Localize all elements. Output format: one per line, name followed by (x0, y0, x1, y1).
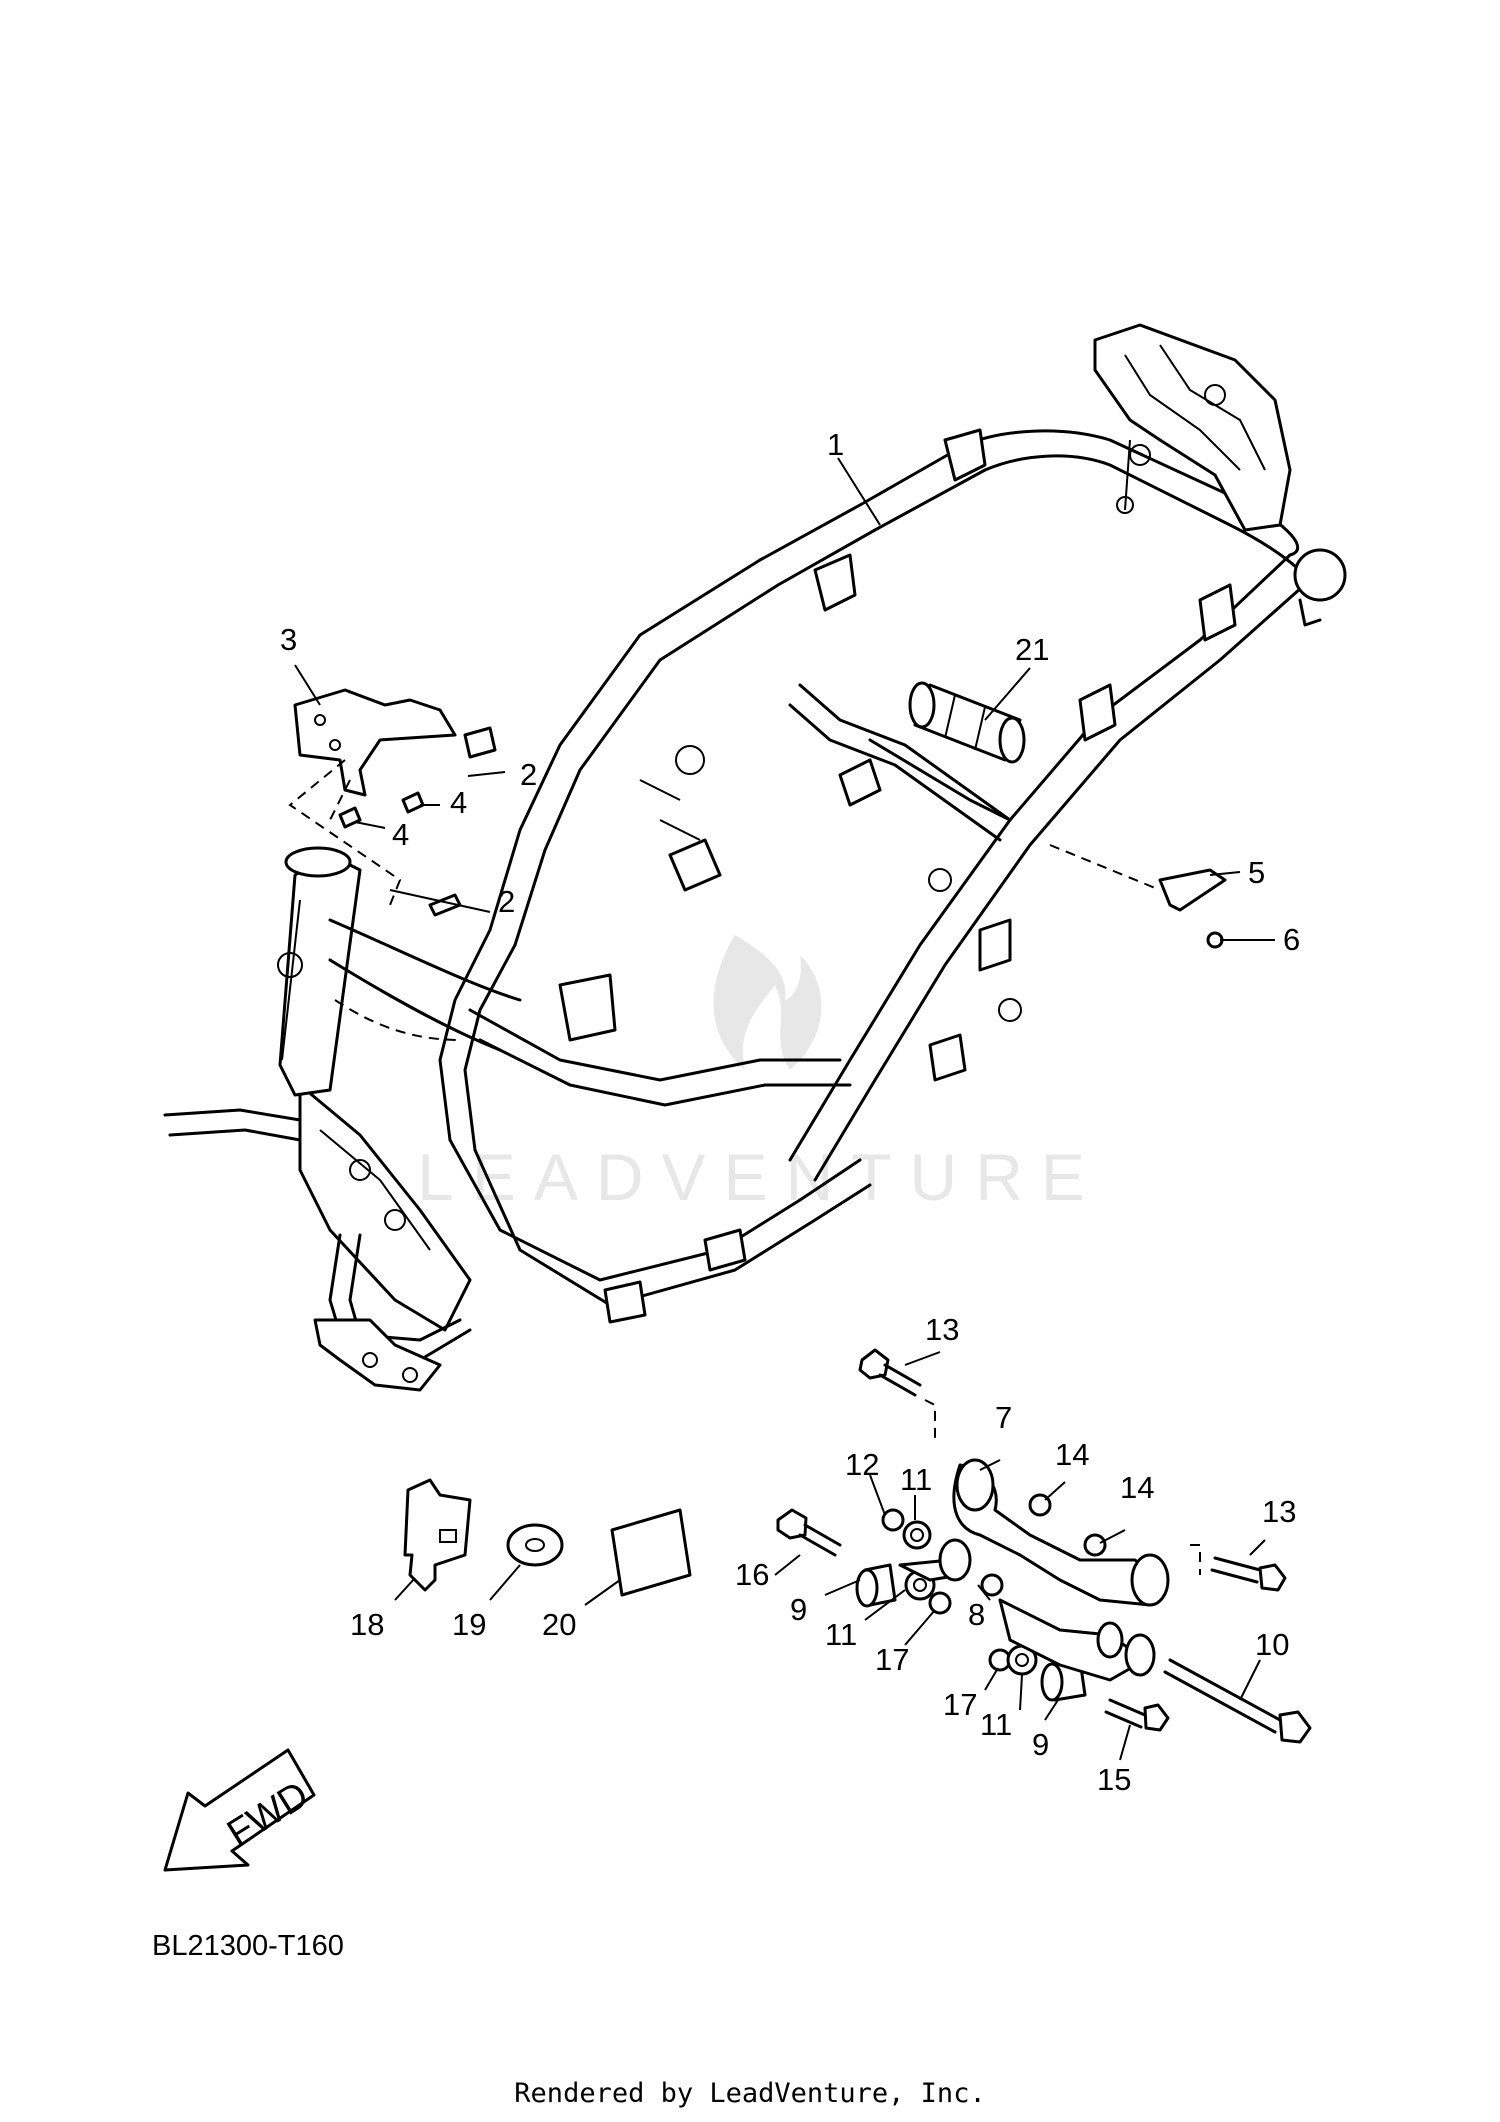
callout-14-right: 14 (1120, 1470, 1154, 1505)
callout-15: 15 (1097, 1762, 1131, 1797)
part-21-damper (908, 681, 1026, 764)
bolt-6 (1206, 931, 1224, 949)
callout-13-right: 13 (1262, 1494, 1296, 1529)
fwd-arrow: FWD (163, 1748, 316, 1872)
callout-13-top: 13 (925, 1312, 959, 1347)
callout-8: 8 (968, 1597, 985, 1632)
callout-12: 12 (845, 1447, 879, 1482)
callout-16: 16 (735, 1557, 769, 1592)
callout-10: 10 (1255, 1627, 1289, 1662)
callout-labels: 1 2 2 3 4 4 5 6 7 8 9 9 10 11 11 11 12 1… (280, 427, 1300, 1797)
callout-2-lower: 2 (498, 884, 515, 919)
callout-9-left: 9 (790, 1592, 807, 1627)
engine-mount-parts (776, 1348, 1312, 1744)
nut-4-lower (338, 806, 362, 829)
callout-9-right: 9 (1032, 1727, 1049, 1762)
callout-14-left: 14 (1055, 1437, 1089, 1472)
leader-lines (294, 457, 1275, 1761)
callout-3: 3 (280, 622, 297, 657)
small-hardware (338, 791, 462, 917)
callout-4-upper: 4 (450, 785, 467, 820)
watermark: LEADVENTURE (417, 935, 1103, 1214)
callout-11-mid: 11 (825, 1617, 857, 1652)
callout-2-upper: 2 (520, 757, 537, 792)
part-5-bracket (1049, 844, 1227, 949)
callout-5: 5 (1248, 855, 1265, 890)
callout-18: 18 (350, 1607, 384, 1642)
callout-20: 20 (542, 1607, 576, 1642)
watermark-text: LEADVENTURE (417, 1140, 1103, 1214)
callout-1: 1 (827, 427, 844, 462)
diagram-code: BL21300-T160 (152, 1930, 344, 1962)
main-frame (163, 323, 1347, 1392)
callout-19: 19 (452, 1607, 486, 1642)
loose-parts (403, 1478, 692, 1597)
callout-11-bottom: 11 (980, 1707, 1012, 1742)
rendered-by-footer: Rendered by LeadVenture, Inc. (514, 2078, 986, 2109)
part-20-pad (610, 1508, 692, 1597)
callout-7: 7 (995, 1400, 1012, 1435)
callout-21: 21 (1015, 632, 1049, 667)
callout-4-lower: 4 (392, 817, 409, 852)
callout-6: 6 (1283, 922, 1300, 957)
nut-4-upper (401, 791, 425, 814)
callout-17-left: 17 (875, 1642, 909, 1677)
part-19-washer (506, 1523, 564, 1567)
part-18-plate (403, 1478, 472, 1592)
part-3-bracket (288, 688, 497, 906)
callout-11-top: 11 (900, 1462, 932, 1497)
callout-17-right: 17 (943, 1687, 977, 1722)
